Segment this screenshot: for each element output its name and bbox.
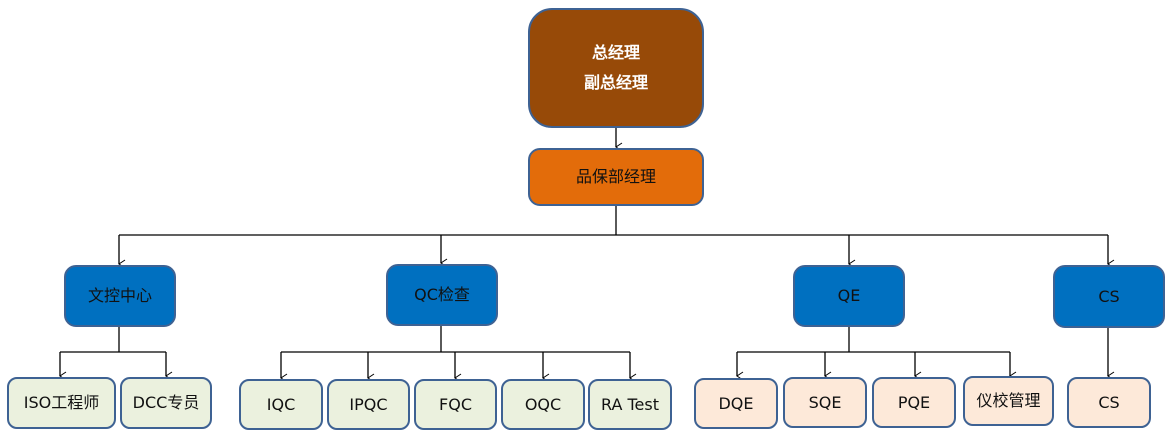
general-manager-node: 总经理 副总经理 [528, 8, 704, 128]
leaf-label: DQE [718, 393, 754, 413]
leaf-ra-test: RA Test [588, 379, 672, 430]
leaf-label: 仪校管理 [976, 391, 1041, 410]
leaf-label: SQE [808, 392, 842, 412]
dept-qc-node: QC检查 [386, 264, 498, 326]
leaf-fqc: FQC [414, 379, 497, 430]
leaf-label: RA Test [600, 394, 659, 414]
leaf-label: CS [1098, 392, 1120, 412]
leaf-oqc: OQC [501, 379, 585, 430]
dept-cs-node: CS [1053, 265, 1165, 328]
leaf-label: IQC [266, 394, 296, 414]
qa-manager-label: 品保部经理 [575, 167, 656, 186]
dept-dcc-label: 文控中心 [87, 286, 152, 305]
leaf-cs: CS [1067, 377, 1151, 428]
leaf-label: IPQC [349, 394, 388, 414]
leaf-calibration-management: 仪校管理 [963, 376, 1054, 426]
general-manager-label: 总经理 [591, 43, 640, 62]
leaf-dcc-specialist: DCC专员 [120, 377, 212, 429]
dept-qc-label: QC检查 [414, 285, 470, 304]
qa-manager-node: 品保部经理 [528, 148, 704, 206]
leaf-pqe: PQE [872, 377, 956, 428]
dept-cs-label: CS [1098, 286, 1120, 306]
leaf-sqe: SQE [783, 377, 867, 428]
leaf-label: PQE [897, 392, 931, 412]
leaf-label: DCC专员 [132, 393, 200, 412]
deputy-general-manager-label: 副总经理 [583, 73, 648, 92]
leaf-label: OQC [524, 394, 562, 414]
dept-qe-node: QE [793, 265, 905, 327]
leaf-dqe: DQE [694, 378, 778, 429]
leaf-label: ISO工程师 [23, 393, 100, 412]
leaf-iqc: IQC [239, 379, 323, 430]
leaf-ipqc: IPQC [327, 379, 410, 430]
leaf-label: FQC [439, 394, 472, 414]
dept-dcc-node: 文控中心 [64, 265, 176, 327]
dept-qe-label: QE [837, 286, 861, 305]
leaf-iso-engineer: ISO工程师 [7, 377, 116, 429]
